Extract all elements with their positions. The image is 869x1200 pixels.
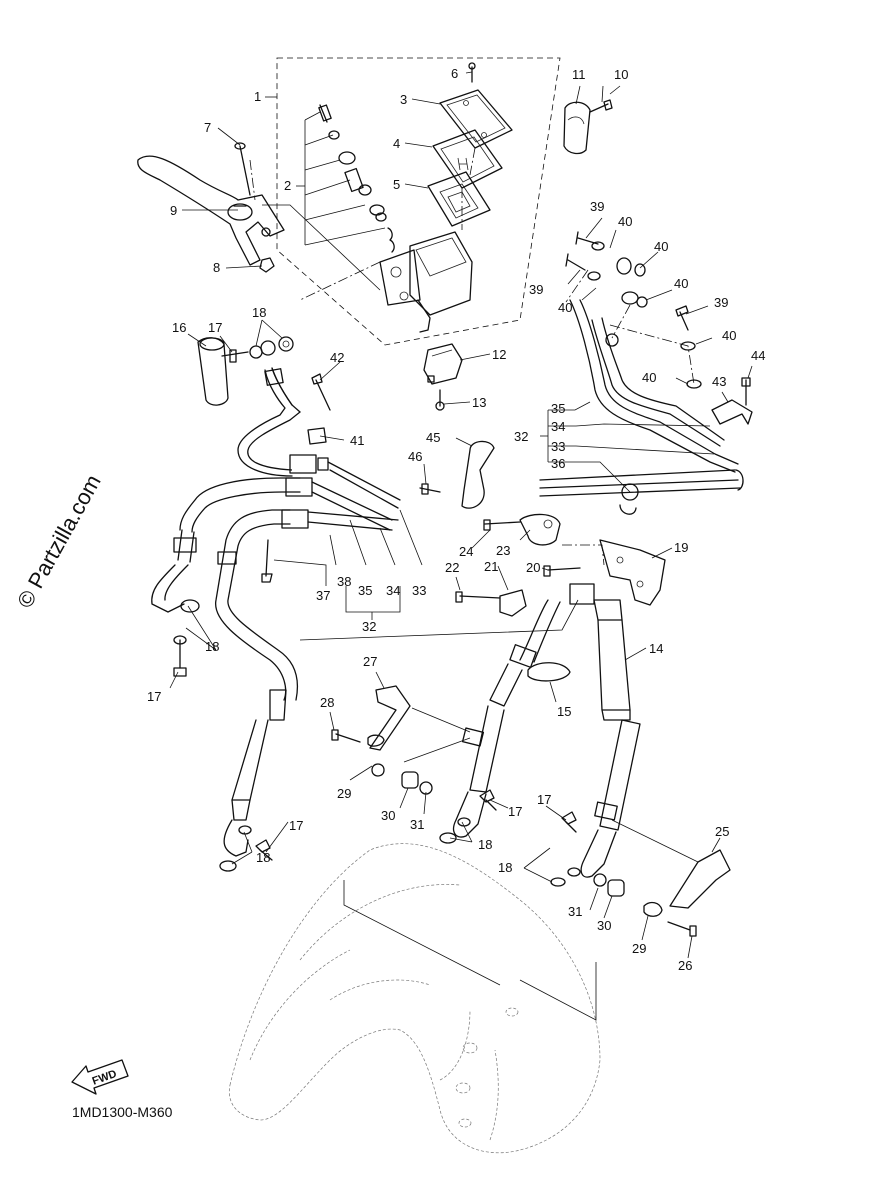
callout-30b: 30 (597, 918, 611, 933)
callout-17e: 17 (537, 792, 551, 807)
callout-18d: 18 (478, 837, 492, 852)
callout-34a: 34 (551, 419, 565, 434)
callout-32b: 32 (362, 619, 376, 634)
callout-29a: 29 (337, 786, 351, 801)
callout-46: 46 (408, 449, 422, 464)
callout-6: 6 (451, 66, 458, 81)
hose-guides (173, 373, 731, 937)
callout-39b: 39 (529, 282, 543, 297)
callout-2: 2 (284, 178, 291, 193)
callout-29b: 29 (632, 941, 646, 956)
callout-31a: 31 (410, 817, 424, 832)
callout-19: 19 (674, 540, 688, 555)
callout-1: 1 (254, 89, 261, 104)
master-cylinder-clamp (563, 99, 613, 155)
callout-18e: 18 (498, 860, 512, 875)
callout-45: 45 (426, 430, 440, 445)
callout-21: 21 (484, 559, 498, 574)
diagram-code: 1MD1300-M360 (72, 1104, 173, 1120)
callout-44: 44 (751, 348, 765, 363)
callout-40a: 40 (618, 214, 632, 229)
callout-18a: 18 (252, 305, 266, 320)
callout-37: 37 (316, 588, 330, 603)
callout-40c: 40 (674, 276, 688, 291)
callout-43: 43 (712, 374, 726, 389)
callout-31b: 31 (568, 904, 582, 919)
callout-27: 27 (363, 654, 377, 669)
callout-41: 41 (350, 433, 364, 448)
callout-5: 5 (393, 177, 400, 192)
callout-11: 11 (572, 67, 586, 82)
callout-23: 23 (496, 543, 510, 558)
brake-switch (423, 343, 463, 411)
callout-32a: 32 (514, 429, 528, 444)
callout-8: 8 (213, 260, 220, 275)
callout-17c: 17 (289, 818, 303, 833)
callout-24: 24 (459, 544, 473, 559)
callout-15: 15 (557, 704, 571, 719)
callout-14: 14 (649, 641, 663, 656)
callout-30a: 30 (381, 808, 395, 823)
part-callouts: 1 2 3 4 5 6 7 8 9 10 11 12 13 14 15 16 1… (147, 66, 765, 973)
callout-42: 42 (330, 350, 344, 365)
brake-joint-bracket (419, 440, 666, 617)
callout-40f: 40 (642, 370, 656, 385)
callout-18b: 18 (205, 639, 219, 654)
callout-18c: 18 (256, 850, 270, 865)
callout-33a: 33 (551, 439, 565, 454)
brake-pipe-bundle (539, 231, 753, 515)
callout-39c: 39 (714, 295, 728, 310)
callout-35b: 35 (358, 583, 372, 598)
callout-20: 20 (526, 560, 540, 575)
callout-13: 13 (472, 395, 486, 410)
forward-direction-badge: FWD (71, 1059, 129, 1095)
callout-40b: 40 (654, 239, 668, 254)
leader-lines (169, 71, 753, 1021)
callout-40d: 40 (558, 300, 572, 315)
lower-right-hoses (439, 583, 641, 887)
brake-lever-assembly (137, 142, 381, 291)
callout-25: 25 (715, 824, 729, 839)
callout-36: 36 (551, 456, 565, 471)
callout-4: 4 (393, 136, 400, 151)
callout-22: 22 (445, 560, 459, 575)
master-cylinder-group-boundary (265, 57, 561, 346)
master-cylinder-assembly (296, 62, 513, 333)
callout-35a: 35 (551, 401, 565, 416)
callout-7: 7 (204, 120, 211, 135)
callout-38: 38 (337, 574, 351, 589)
callout-12: 12 (492, 347, 506, 362)
callout-3: 3 (400, 92, 407, 107)
callout-33b: 33 (412, 583, 426, 598)
upper-brake-hose (151, 336, 401, 872)
callout-17d: 17 (508, 804, 522, 819)
callout-39a: 39 (590, 199, 604, 214)
callout-16: 16 (172, 320, 186, 335)
callout-28: 28 (320, 695, 334, 710)
callout-40e: 40 (722, 328, 736, 343)
callout-10: 10 (614, 67, 628, 82)
front-fender-outline (228, 843, 601, 1154)
callout-26: 26 (678, 958, 692, 973)
callout-17a: 17 (208, 320, 222, 335)
callout-34b: 34 (386, 583, 400, 598)
callout-17b: 17 (147, 689, 161, 704)
callout-9: 9 (170, 203, 177, 218)
